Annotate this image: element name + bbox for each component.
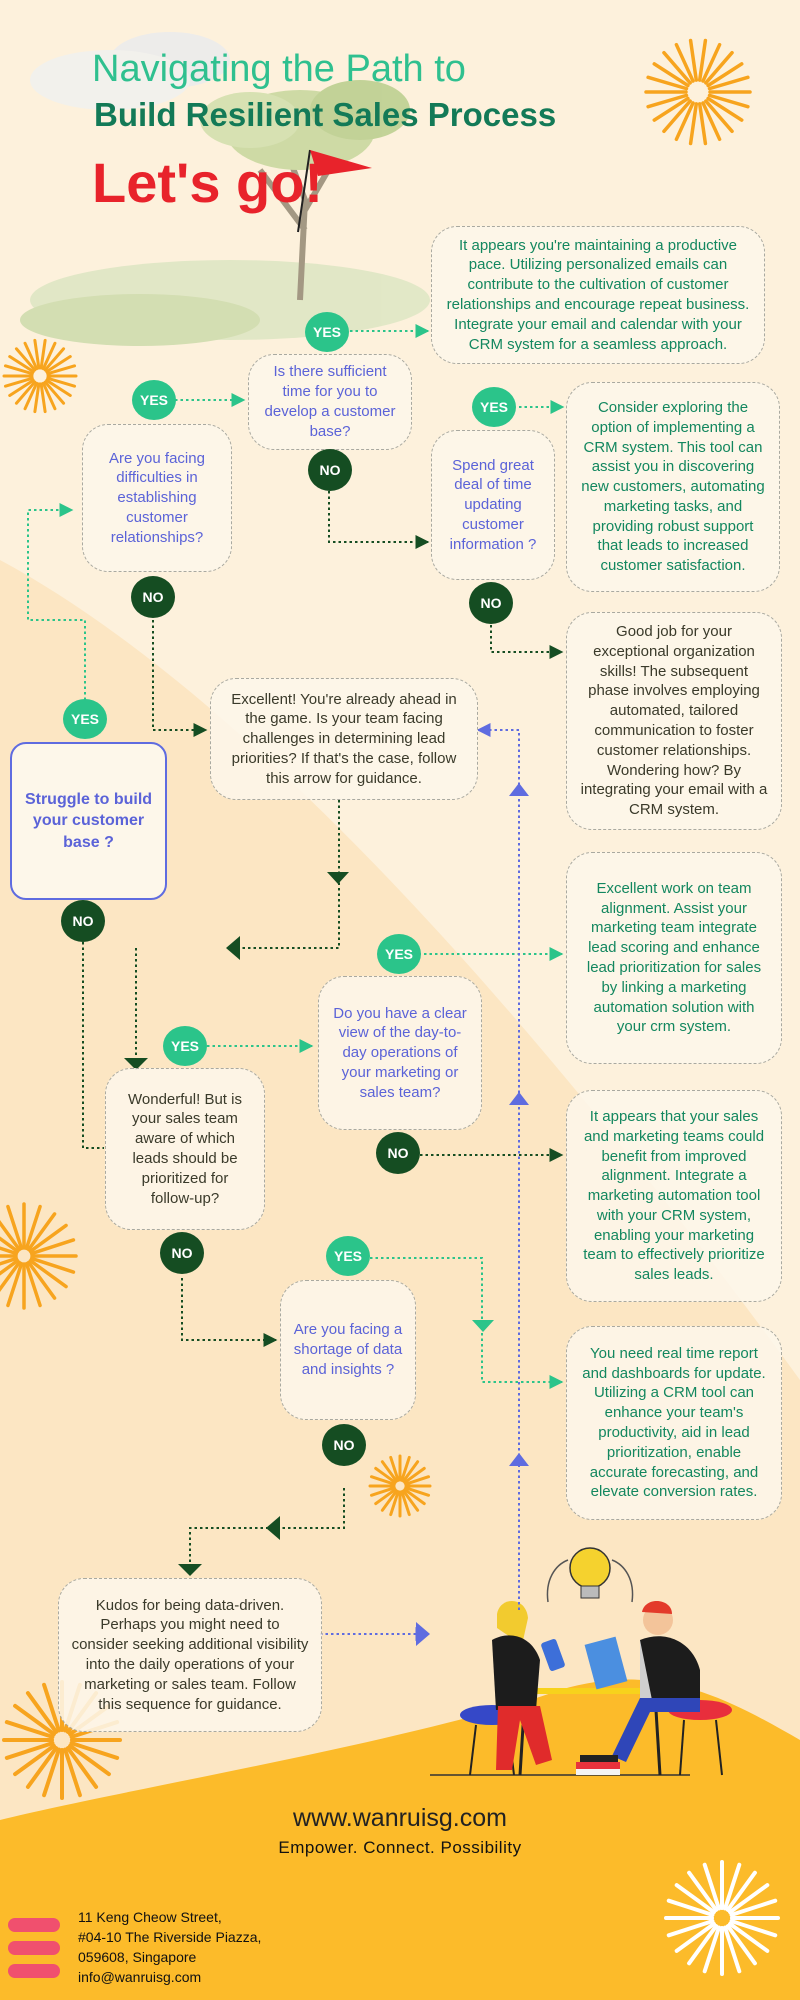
website-link[interactable]: www.wanruisg.com [293, 1804, 507, 1832]
answer-excellent[interactable]: Excellent! You're already ahead in the g… [210, 678, 478, 800]
answer-crm-system[interactable]: Consider exploring the option of impleme… [566, 382, 780, 592]
sunburst-icon [644, 38, 752, 146]
connector [82, 942, 104, 1149]
no-badge: NO [322, 1424, 366, 1466]
yes-badge: YES [163, 1026, 207, 1066]
answer-realtime-report[interactable]: You need real time report and dashboards… [566, 1326, 782, 1520]
answer-kudos[interactable]: Kudos for being data-driven. Perhaps you… [58, 1578, 322, 1732]
email-link[interactable]: info@wanruisg.com [78, 1968, 202, 1985]
title-line-1: Navigating the Path to [92, 48, 466, 90]
lightbulb-icon [546, 1547, 634, 1603]
yes-badge: YES [326, 1236, 370, 1276]
connector [27, 503, 86, 700]
connector [490, 625, 564, 659]
no-badge: NO [160, 1232, 204, 1274]
tagline: Empower. Connect. Possibility [278, 1838, 522, 1857]
lets-go-heading: Let's go! [92, 151, 324, 214]
sunburst-icon [0, 1202, 78, 1310]
contact-address: 11 Keng Cheow Street, #04-10 The Riversi… [78, 1908, 261, 1988]
arrowheads [12, 783, 529, 1646]
connector [370, 1257, 564, 1389]
connector [189, 1488, 345, 1570]
sunburst-icon [368, 1454, 432, 1518]
yes-badge: YES [472, 387, 516, 427]
tree-illustration [20, 32, 430, 346]
connector [328, 491, 430, 549]
title-line-2: Build Resilient Sales Process [94, 96, 557, 133]
no-badge: NO [61, 900, 105, 942]
no-badge: NO [469, 582, 513, 624]
sunburst-icon [664, 1860, 780, 1976]
start-node[interactable]: Struggle to build your customer base ? [10, 742, 167, 900]
no-badge: NO [131, 576, 175, 618]
address-line: 059608, Singapore [78, 1948, 197, 1965]
answer-improved-alignment[interactable]: It appears that your sales and marketing… [566, 1090, 782, 1302]
connector [152, 620, 208, 737]
sunburst-icon [2, 338, 78, 414]
question-time[interactable]: Is there sufficient time for you to deve… [248, 354, 412, 450]
connector [230, 800, 340, 949]
answer-emails[interactable]: It appears you're maintaining a producti… [431, 226, 765, 364]
question-aware[interactable]: Wonderful! But is your sales team aware … [105, 1068, 265, 1230]
address-line: #04-10 The Riverside Piazza, [78, 1928, 262, 1945]
yes-badge: YES [132, 380, 176, 420]
no-badge: NO [376, 1132, 420, 1174]
question-clear-view[interactable]: Do you have a clear view of the day-to-d… [318, 976, 482, 1130]
flag-icon [297, 149, 372, 233]
question-data[interactable]: Are you facing a shortage of data and in… [280, 1280, 416, 1420]
people-illustration [430, 1600, 732, 1776]
yes-badge: YES [377, 934, 421, 974]
answer-alignment[interactable]: Excellent work on team alignment. Assist… [566, 852, 782, 1064]
question-relationships[interactable]: Are you facing difficulties in establish… [82, 424, 232, 572]
connector [181, 1278, 278, 1347]
question-updating[interactable]: Spend great deal of time updating custom… [431, 430, 555, 580]
address-line: 11 Keng Cheow Street, [78, 1909, 222, 1925]
company-logo-icon [8, 1918, 60, 1978]
yes-badge: YES [63, 699, 107, 739]
connector [476, 723, 520, 1610]
answer-good-job[interactable]: Good job for your exceptional organizati… [566, 612, 782, 830]
yes-badge: YES [305, 312, 349, 352]
no-badge: NO [308, 449, 352, 491]
